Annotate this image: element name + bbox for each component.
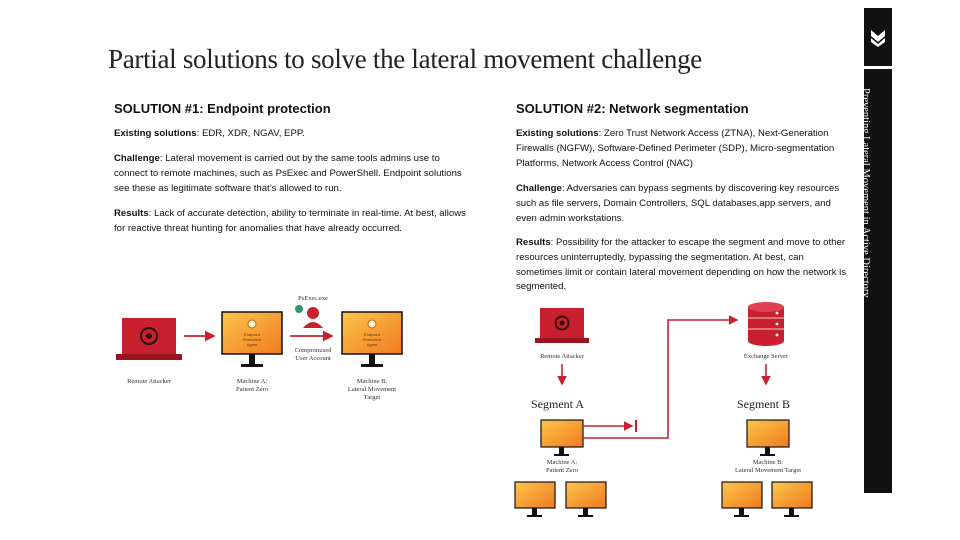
d2-machine-a-label: Machine A: Patient Zero — [546, 459, 578, 474]
d1-machine-b-label: Machine B: Lateral Movement Target — [347, 378, 397, 401]
d2-remote-attacker-laptop — [535, 308, 589, 343]
solution2-heading: SOLUTION #2: Network segmentation — [516, 101, 749, 116]
d2-segment-a-monitor-1 — [514, 481, 556, 517]
d1-agent-label-b: Endpoint Protection Agent — [362, 332, 381, 347]
solution2-existing: Existing solutions: Zero Trust Network A… — [516, 128, 835, 169]
d1-machine-b-monitor — [341, 311, 403, 367]
d2-exchange-server-label: Exchange Server — [743, 353, 789, 360]
d1-remote-attacker-label: Remote Attacker — [127, 378, 171, 385]
d2-segment-a-monitor-2 — [565, 481, 607, 517]
d2-remote-attacker-label: Remote Attacker — [540, 353, 584, 360]
solution1-challenge: Challenge: Lateral movement is carried o… — [114, 153, 462, 194]
solution2-challenge: Challenge: Adversaries can bypass segmen… — [516, 183, 840, 224]
d2-segment-b-monitor-2 — [771, 481, 813, 517]
d1-remote-attacker-laptop — [116, 318, 182, 360]
page-title: Partial solutions to solve the lateral m… — [108, 44, 702, 74]
d2-segment-b-monitor-1 — [721, 481, 763, 517]
d1-compromised-user-icon — [295, 305, 323, 328]
d2-machine-b-monitor — [746, 419, 790, 456]
d1-agent-label-a: Endpoint Protection Agent — [242, 332, 261, 347]
d2-exchange-server-icon — [748, 302, 784, 346]
side-banner — [864, 8, 892, 493]
solution1-results: Results: Lack of accurate detection, abi… — [114, 208, 466, 234]
d2-segment-b-label: Segment B — [737, 397, 790, 411]
d2-machine-b-label: Machine B: Lateral Movement Target — [734, 459, 802, 474]
solution1-existing: Existing solutions: EDR, XDR, NGAV, EPP. — [114, 128, 305, 139]
d2-machine-a-monitor — [540, 419, 584, 456]
d1-compromised-label: Compromised User Account — [294, 347, 332, 362]
solution2-results: Results: Possibility for the attacker to… — [516, 237, 847, 293]
d1-psexec-label: PsExec.exe — [298, 295, 328, 302]
side-divider — [864, 66, 892, 69]
d2-bypass-arrow — [583, 315, 739, 439]
d2-segment-a-label: Segment A — [531, 397, 584, 411]
d1-machine-a-label: Machine A: Patient Zero — [236, 378, 268, 393]
d1-machine-a-monitor — [221, 311, 283, 367]
chevron-down-icon — [871, 30, 885, 47]
solution1-heading: SOLUTION #1: Endpoint protection — [114, 101, 331, 116]
